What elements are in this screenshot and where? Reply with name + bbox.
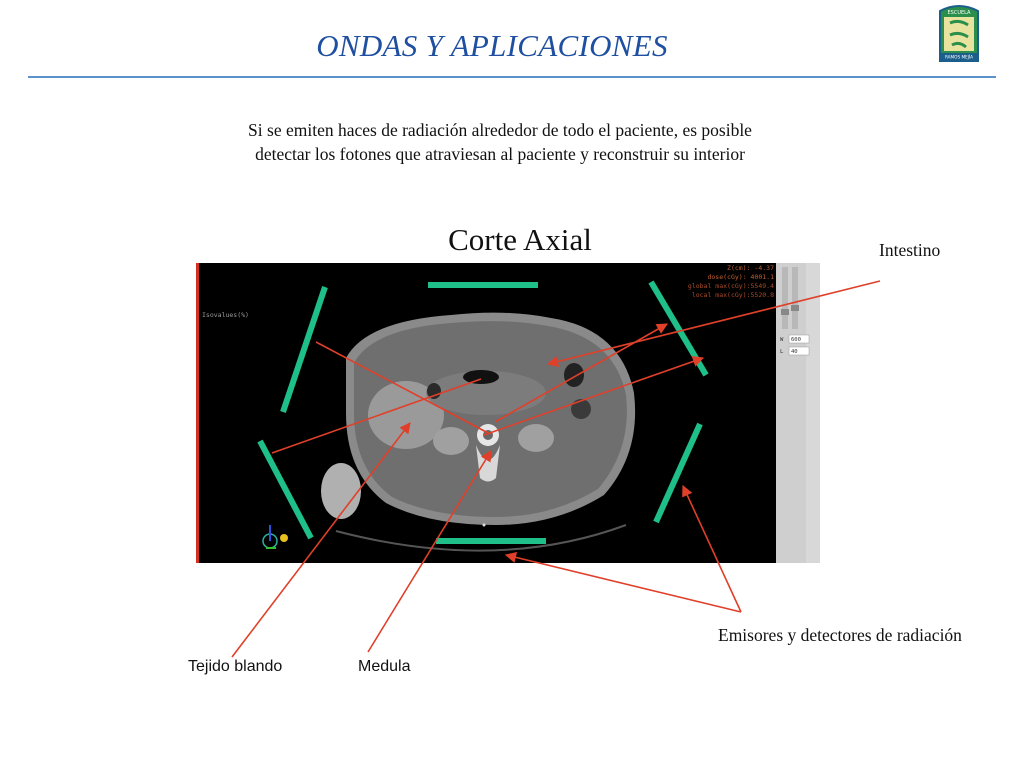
label-intestino: Intestino [879, 240, 941, 260]
intro-text: Si se emiten haces de radiación alrededo… [180, 118, 820, 166]
window-slider[interactable] [792, 267, 798, 329]
label-tejido-blando: Tejido blando [188, 658, 283, 675]
intro-line-2: detectar los fotones que atraviesan al p… [255, 144, 745, 164]
w-value: 600 [791, 337, 801, 343]
readout-global-max: global max(cGy):5549.4 [688, 282, 774, 290]
image-title: Corte Axial [448, 222, 592, 257]
readout-dose: dose(cGy): 4001.1 [707, 273, 774, 281]
label-emisores: Emisores y detectores de radiación [718, 625, 962, 645]
readout-z: Z(cm): -4.37 [727, 264, 774, 272]
side-panel [806, 263, 820, 563]
l-value: 40 [791, 349, 798, 355]
readout-local-max: local max(cGy):5520.8 [692, 291, 774, 299]
label-medula: Medula [358, 658, 411, 675]
slide-title: ONDAS Y APLICACIONES [316, 28, 668, 63]
emisores-pointer-1 [504, 551, 742, 613]
ct-axial-image: W 600 L 40 Z(cm): -4.37 dose(cGy): 4001.… [196, 263, 820, 563]
logo-bottom-text: RAMOS MEJÍA [945, 55, 973, 60]
school-logo: ESCUELA RAMOS MEJÍA [939, 5, 979, 62]
level-slider[interactable] [782, 267, 788, 329]
intro-line-1: Si se emiten haces de radiación alrededo… [248, 120, 752, 140]
title-divider [28, 76, 996, 78]
logo-top-text: ESCUELA [948, 10, 972, 16]
isovalues-label: Isovalues(%) [202, 311, 249, 319]
